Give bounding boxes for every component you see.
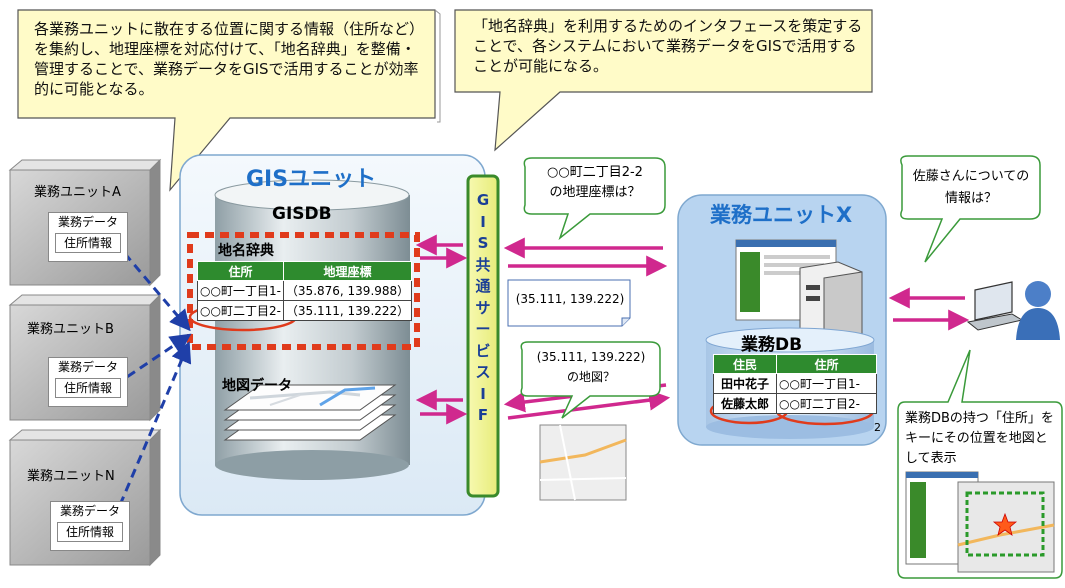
table-row: ○○町一丁目1- （35.876, 139.988） [197, 280, 413, 301]
table-cell: 田中花子 [713, 373, 777, 394]
table-cell: ○○町二丁目2- [197, 300, 284, 321]
if-char: S [477, 234, 489, 252]
map-sheets-icon [223, 384, 397, 441]
gazetteer-header-address: 住所 [197, 261, 284, 281]
gis-unit-title: GISユニット [246, 167, 377, 192]
gis-common-service-if: G I S 共 通 サ ー ビ ス I F [468, 190, 498, 427]
business-table: 住民 住所 田中花子 ○○町一丁目1- 佐藤太郎 ○○町二丁目2- [713, 354, 877, 414]
if-char: 共 [475, 255, 491, 274]
callout-right: 「地名辞典」を利用するためのインタフェースを策定することで、各システムにおいて業… [473, 17, 863, 75]
if-char: G [476, 191, 490, 209]
unit-n-data-box: 業務データ 住所情報 [50, 501, 130, 551]
table-cell: （35.111, 139.222） [282, 300, 413, 321]
if-char: ビ [475, 341, 491, 360]
if-char: ス [475, 363, 491, 381]
if-char: 通 [475, 277, 491, 295]
map-query-bubble: (35.111, 139.222) の地図？ [536, 350, 646, 384]
table-row: 佐藤太郎 ○○町二丁目2- [713, 393, 877, 414]
callout-left: 各業務ユニットに散在する位置に関する情報（住所など）を集約し、地理座標を対応付け… [34, 20, 425, 98]
if-char: I [480, 212, 486, 231]
unit-b-data-box: 業務データ 住所情報 [48, 357, 128, 407]
table-cell: 佐藤太郎 [713, 393, 777, 414]
business-unit-title: 業務ユニットX [710, 203, 853, 227]
user-laptop-icon [966, 281, 1060, 340]
table-row: 田中花子 ○○町一丁目1- [713, 373, 877, 394]
unit-n-address-label: 住所情報 [57, 522, 123, 542]
unit-a-title: 業務ユニットA [34, 185, 121, 200]
gazetteer-header-coords: 地理座標 [282, 261, 413, 281]
table-cell: ○○町一丁目1- [776, 373, 877, 394]
unit-a-address-label: 住所情報 [55, 233, 121, 253]
gazetteer-label: 地名辞典 [218, 243, 274, 259]
if-char: ー [475, 320, 491, 338]
business-db-label: 業務DB [741, 335, 803, 355]
table-cell: （35.876, 139.988） [282, 280, 413, 301]
coord-answer-note: (35.111, 139.222) [515, 292, 625, 306]
table-row: ○○町二丁目2- （35.111, 139.222） [197, 300, 413, 321]
address-overflow-digit: 2 [874, 421, 881, 434]
unit-n-title: 業務ユニットN [27, 469, 115, 484]
if-char: I [480, 384, 486, 403]
user-query-bubble: 佐藤さんについての 情報は？ [912, 169, 1030, 206]
gazetteer-table: 住所 地理座標 ○○町一丁目1- （35.876, 139.988） ○○町二丁… [197, 261, 413, 321]
gisdb-label: GISDB [272, 204, 332, 224]
unit-b-address-label: 住所情報 [55, 378, 121, 398]
business-header-address: 住所 [776, 354, 877, 374]
unit-b-title: 業務ユニットB [27, 322, 114, 337]
map-data-label: 地図データ [222, 378, 292, 394]
if-char: F [477, 406, 489, 424]
unit-a-data-box: 業務データ 住所情報 [48, 212, 128, 262]
table-cell: ○○町二丁目2- [776, 393, 877, 414]
unit-b-data-label: 業務データ [57, 360, 118, 374]
unit-a-data-label: 業務データ [57, 215, 118, 229]
if-char: サ [475, 298, 491, 317]
display-note: 業務DBの持つ「住所」をキーにその位置を地図として表示 [905, 411, 1054, 466]
unit-n-data-label: 業務データ [59, 504, 120, 518]
table-cell: ○○町一丁目1- [197, 280, 284, 301]
coord-query-bubble: ○○町二丁目2-2 の地理座標は？ [547, 165, 643, 200]
business-header-resident: 住民 [713, 354, 777, 374]
